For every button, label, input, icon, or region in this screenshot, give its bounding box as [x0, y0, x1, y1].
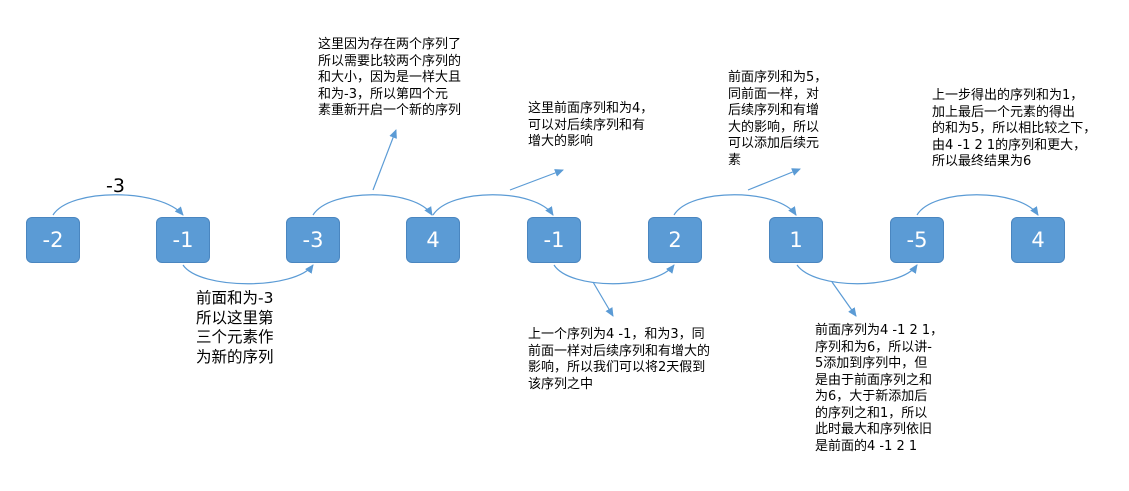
- arc-label: -3: [106, 175, 125, 197]
- sequence-node: -1: [156, 217, 210, 263]
- pointer-arrow: [831, 281, 857, 317]
- arc-connector: [553, 264, 675, 285]
- note-final-result: 上一步得出的序列和为1， 加上最后一个元素的得出 的和为5，所以相比较之下， 由…: [932, 88, 1097, 169]
- sequence-node: -5: [890, 217, 944, 263]
- sequence-node: 4: [406, 217, 460, 263]
- pointer-arrow: [509, 169, 564, 191]
- arc-connector: [796, 264, 918, 285]
- arc-connector: [673, 194, 797, 216]
- note-sum-six: 前面序列为4 -1 2 1， 序列和为6，所以讲- 5添加到序列中，但 是由于前…: [815, 323, 944, 454]
- pointer-arrow: [372, 129, 397, 191]
- pointer-arrow: [592, 281, 614, 317]
- arc-connector: [916, 194, 1039, 216]
- arc-connector: [432, 194, 554, 216]
- sequence-node: 4: [1011, 217, 1065, 263]
- pointer-arrow: [747, 168, 801, 191]
- arc-connector: [312, 194, 433, 216]
- note-sum-five: 前面序列和为5， 同前面一样，对 后续序列和有增 大的影响，所以 可以添加后续元…: [728, 70, 828, 168]
- sequence-node: 2: [648, 217, 702, 263]
- arc-connector: [52, 194, 184, 216]
- sequence-node: -3: [286, 217, 340, 263]
- sequence-node: 1: [769, 217, 823, 263]
- note-sum-three: 上一个序列为4 -1，和为3，同 前面一样对后续序列和有增大的 影响，所以我们可…: [528, 327, 711, 392]
- sequence-node: -2: [26, 217, 80, 263]
- arc-connector: [182, 264, 314, 285]
- note-new-sequence-third: 前面和为-3 所以这里第 三个元素作 为新的序列: [196, 289, 274, 366]
- note-sum-four: 这里前面序列和为4， 可以对后续序列和有 增大的影响: [528, 101, 654, 149]
- sequence-node: -1: [527, 217, 581, 263]
- note-compare-sequences: 这里因为存在两个序列了 所以需要比较两个序列的 和大小，因为是一样大且 和为-3…: [318, 37, 462, 118]
